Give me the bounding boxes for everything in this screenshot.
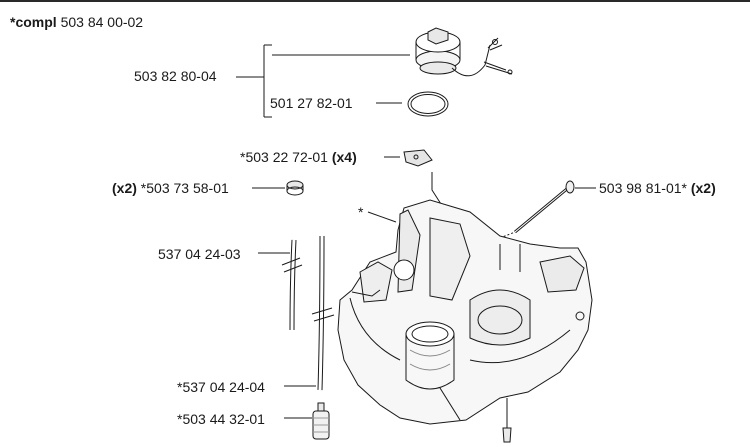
part-label-grommet: (x2) *503 73 58-01: [112, 180, 229, 196]
fuel-filter-icon: [312, 402, 330, 440]
screw-number: 503 98 81-01*: [599, 180, 687, 196]
fuel-cap-icon: [415, 27, 513, 77]
o-ring-icon: [407, 91, 449, 117]
clip-qty: (x4): [331, 149, 357, 165]
screw-qty: (x2): [690, 180, 716, 196]
screw-icon: [499, 180, 596, 239]
part-label-screw: 503 98 81-01* (x2): [599, 180, 716, 196]
part-label-o-ring: 501 27 82-01: [270, 95, 353, 111]
cap-assembly-bracket: [236, 44, 410, 118]
top-border-line: [0, 0, 750, 2]
grommet-qty: (x2): [112, 180, 137, 196]
hose-icon: [311, 235, 335, 391]
compl-label: *compl 503 84 00-02: [10, 14, 143, 30]
hose-icon: [281, 239, 303, 331]
asterisk-label: *: [358, 204, 364, 220]
grommet-number: *503 73 58-01: [140, 180, 229, 196]
compl-number: 503 84 00-02: [60, 14, 144, 30]
compl-prefix: *compl: [10, 14, 57, 30]
clip-number: *503 22 72-01: [240, 149, 328, 165]
clip-icon: [384, 149, 449, 216]
part-label-filter: *503 44 32-01: [177, 411, 265, 427]
part-label-clip: *503 22 72-01 (x4): [240, 149, 357, 165]
grommet-icon: [286, 180, 304, 196]
part-label-cap-assembly: 503 82 80-04: [134, 68, 217, 84]
part-label-hose-2: *537 04 24-04: [177, 379, 265, 395]
crankcase-housing: [337, 199, 593, 425]
bottom-fitting-icon: [502, 398, 512, 443]
part-label-hose-1: 537 04 24-03: [158, 246, 241, 262]
